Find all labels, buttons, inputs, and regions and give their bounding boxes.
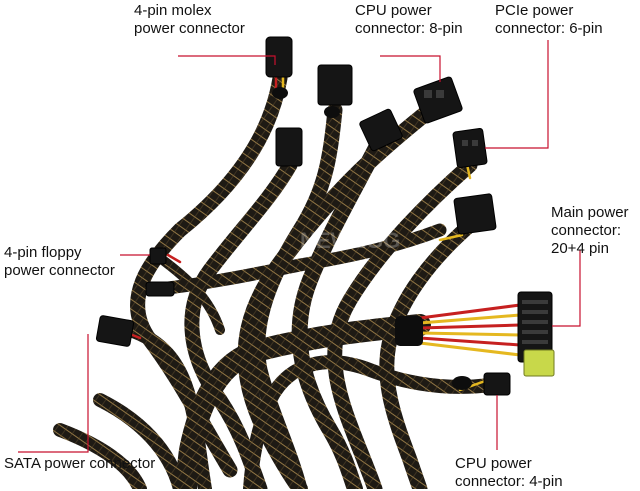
cable-extra-2 <box>93 393 187 489</box>
cpu-8pin-connector <box>413 76 463 124</box>
sata-connector-top <box>317 64 353 106</box>
watermark: NEWEGG <box>300 228 400 253</box>
leader-sata <box>18 334 89 453</box>
label-molex: 4-pin molex power connector <box>134 2 245 37</box>
label-cpu-4pin: CPU power connector: 4-pin <box>455 455 563 490</box>
label-pcie-6pin: PCIe power connector: 6-pin <box>495 2 603 37</box>
cable-cpu4 <box>243 355 497 489</box>
pcie-connector-2 <box>453 193 497 235</box>
connector-small <box>145 281 175 297</box>
cable-floppy <box>155 253 225 335</box>
main-power-wires <box>418 303 522 357</box>
connectors <box>95 36 555 396</box>
heat-shrink-collars <box>272 87 472 390</box>
leader-main <box>552 250 581 327</box>
leader-cpu8 <box>380 55 441 82</box>
cable-main-power <box>175 314 431 489</box>
leader-molex <box>178 55 276 65</box>
cpu-4pin-connector <box>483 372 511 396</box>
sata-connector-left <box>95 315 135 347</box>
label-cpu-8pin: CPU power connector: 8-pin <box>355 2 463 37</box>
floppy-connector <box>149 247 167 265</box>
label-sata: SATA power connector <box>4 455 156 472</box>
label-main-power: Main power connector: 20+4 pin <box>551 204 629 257</box>
leader-pcie <box>485 40 549 149</box>
cable-extra-3 <box>53 423 147 489</box>
cable-molex-2 <box>184 157 298 489</box>
cpu-connector-2 <box>359 108 403 152</box>
cable-sata-left <box>123 323 212 489</box>
pcie-6pin-connector <box>452 127 488 169</box>
cable-bundle <box>53 70 497 489</box>
connector-details <box>424 90 548 344</box>
cable-pcie-lower <box>379 217 478 489</box>
leader-lines <box>18 40 581 453</box>
sata-connector-mid <box>275 127 303 167</box>
main-latch <box>523 349 555 377</box>
label-floppy: 4-pin floppy power connector <box>4 244 115 279</box>
molex-connector <box>265 36 293 78</box>
cable-extra-1 <box>143 223 447 297</box>
